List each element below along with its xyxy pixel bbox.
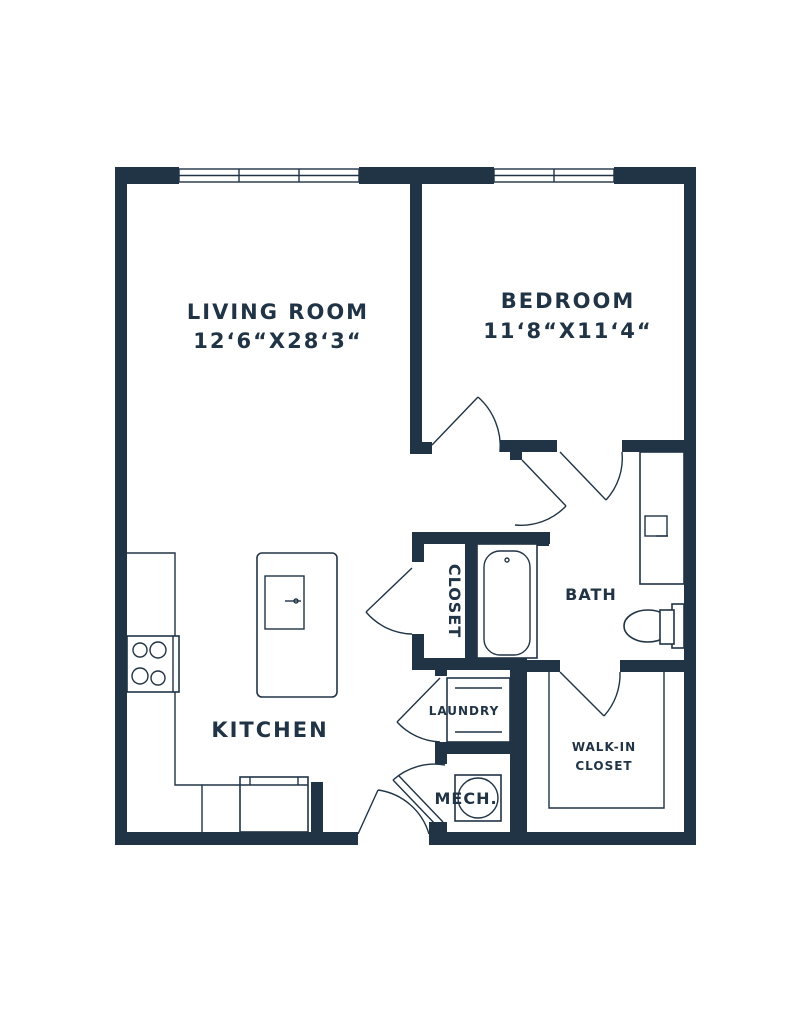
wall-bath-bottom-right xyxy=(620,660,690,672)
wall-left xyxy=(115,167,127,845)
wall-bedroom-bath-right xyxy=(622,440,690,452)
closet-label: CLOSET xyxy=(445,564,464,638)
door-bath xyxy=(559,451,623,501)
closet-shelf xyxy=(548,672,665,809)
living-room-size: 12‘6“X28‘3“ xyxy=(193,329,362,353)
wall-bottom-left xyxy=(115,832,358,845)
wall-mech-left-bottom xyxy=(429,822,447,845)
wall-right xyxy=(684,167,696,845)
kitchen-island xyxy=(256,552,338,698)
stove xyxy=(126,635,180,693)
wall-bath-left xyxy=(510,452,522,460)
living-room-label: LIVING ROOM xyxy=(187,300,369,324)
wall-walkin-left xyxy=(515,660,527,845)
wall-tub-right xyxy=(537,532,549,546)
wall-bedroom-bath xyxy=(500,440,557,452)
wall-closet-bottom xyxy=(412,658,527,670)
door-walkin xyxy=(559,671,621,717)
walk-in-closet-label-line1: WALK-IN xyxy=(572,740,636,754)
wall-laundry-left xyxy=(435,668,447,676)
wall-bottom-right xyxy=(429,832,696,845)
wall-bedroom-stub xyxy=(410,442,432,454)
wall-mech-left-stub xyxy=(435,742,447,764)
wall-closet-left-upper xyxy=(412,532,424,562)
bedroom-size: 11‘8“X11‘4“ xyxy=(483,319,652,343)
wall-top-middle xyxy=(359,167,494,184)
wall-top-right xyxy=(614,167,696,184)
bedroom-label: BEDROOM xyxy=(501,289,636,313)
toilet xyxy=(623,603,685,649)
interior-walls xyxy=(311,184,690,845)
wall-top-left xyxy=(115,167,179,184)
window-living-room xyxy=(178,168,360,183)
door-closet xyxy=(365,567,413,635)
door-bedroom xyxy=(431,396,501,453)
window-bedroom xyxy=(493,168,615,183)
refrigerator xyxy=(239,776,309,833)
wall-kitchen-bottom-post xyxy=(311,782,323,837)
door-entry xyxy=(357,789,430,835)
mech-label: MECH. xyxy=(434,789,497,808)
wall-closet-right xyxy=(465,532,477,662)
exterior-walls xyxy=(115,167,696,845)
bath-label: BATH xyxy=(565,585,617,604)
door-laundry xyxy=(396,677,441,743)
laundry-label: LAUNDRY xyxy=(429,704,500,718)
walk-in-closet-label-line2: CLOSET xyxy=(575,759,632,773)
wall-laundry-bottom xyxy=(435,742,527,754)
kitchen-counter xyxy=(127,552,240,832)
wall-living-bedroom xyxy=(410,184,422,454)
vanity xyxy=(639,451,685,585)
door-mech xyxy=(392,763,446,827)
washer-dryer xyxy=(446,677,511,743)
wall-closet-top xyxy=(412,532,550,544)
door-hall xyxy=(514,459,567,526)
kitchen-label: KITCHEN xyxy=(211,718,328,742)
bathtub xyxy=(476,543,538,659)
water-heater xyxy=(454,774,502,822)
